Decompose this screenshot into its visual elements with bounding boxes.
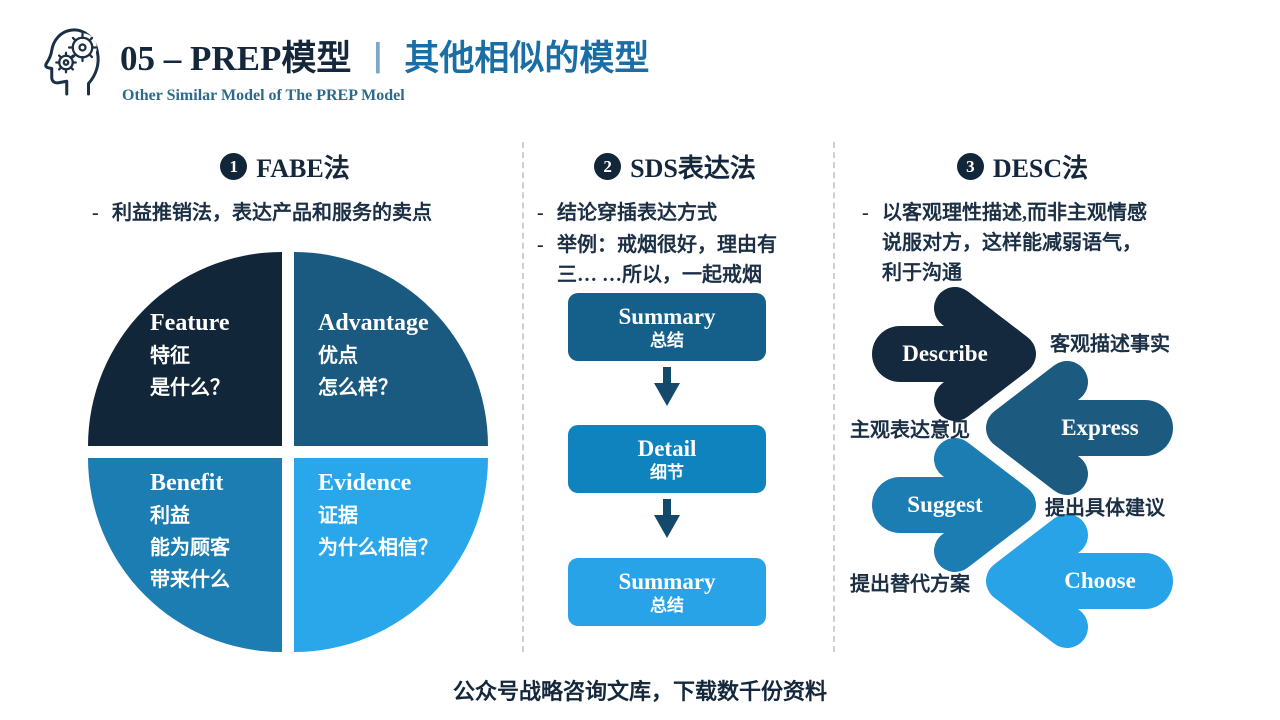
footer-watermark: 公众号战略咨询文库，下载数千份资料 [452, 679, 827, 704]
bullet-item: - 利益推销法，表达产品和服务的卖点 [92, 198, 502, 228]
sds-bullets: - 结论穿插表达方式 - 举例：戒烟很好，理由有三… …所以，一起戒烟 [537, 198, 812, 290]
bullet-item: - 结论穿插表达方式 [537, 198, 812, 228]
column-title-label: FABE法 [256, 154, 350, 183]
flow-box-en: Summary [618, 568, 716, 594]
flow-box-zh: 细节 [650, 462, 684, 482]
head-gears-icon [44, 28, 100, 96]
number-badge-3: 3 [956, 153, 984, 180]
express-arrow [986, 361, 1173, 495]
quadrant-zh: 证据 为什么相信？ [318, 505, 438, 559]
suggest-arrow [872, 438, 1036, 572]
bullet-item: - 举例：戒烟很好，理由有三… …所以，一起戒烟 [537, 230, 812, 290]
bullet-dash: - [92, 202, 99, 224]
fabe-bullets: - 利益推销法，表达产品和服务的卖点 [92, 198, 502, 228]
quadrant-zh: 利益 能为顾客 带来什么 [150, 505, 230, 591]
quadrant-en: Advantage [318, 310, 429, 336]
column-title-desc: 3 DESC法 [845, 148, 1200, 185]
column-title-label: SDS表达法 [630, 154, 756, 183]
bullet-item: - 以客观理性描述,而非主观情感说服对方，这样能减弱语气，利于沟通 [862, 198, 1162, 288]
column-title-fabe: 1 FABE法 [60, 148, 510, 185]
bullet-dash: - [537, 202, 544, 224]
column-divider [833, 142, 835, 652]
flow-box-en: Detail [637, 435, 697, 461]
flow-box-detail: Detail 细节 [568, 425, 766, 493]
column-title-sds: 2 SDS表达法 [535, 148, 815, 185]
quadrant-zh: 特征 是什么？ [150, 345, 230, 399]
column-divider [522, 142, 524, 652]
title-highlight: 其他相似的模型 [404, 39, 650, 78]
down-arrow-icon [654, 499, 680, 538]
down-arrow-icon [654, 367, 680, 406]
arrow-word-suggest: Suggest [907, 492, 983, 517]
quadrant-evidence: Evidence 证据 为什么相信？ [318, 466, 438, 564]
arrow-word-describe: Describe [902, 341, 988, 366]
desc-arrows-diagram [872, 287, 1173, 648]
arrow-word-choose: Choose [1064, 568, 1136, 593]
bullet-dash: - [862, 202, 869, 224]
quadrant-en: Benefit [150, 470, 224, 496]
title-main: 05 – PREP模型 [120, 39, 352, 78]
bullet-text: 举例：戒烟很好，理由有三… …所以，一起戒烟 [557, 234, 777, 286]
describe-arrow [872, 287, 1036, 421]
quadrant-en: Feature [150, 310, 230, 336]
quadrant-benefit: Benefit 利益 能为顾客 带来什么 [150, 466, 230, 596]
fabe-pie-chart: Feature 特征 是什么？ Advantage 优点 怎么样？ Benefi… [88, 252, 488, 652]
number-badge-1: 1 [220, 153, 248, 180]
quadrant-en: Evidence [318, 470, 412, 496]
arrow-label-suggest: 提出具体建议 [1045, 497, 1165, 520]
quadrant-advantage: Advantage 优点 怎么样？ [318, 306, 429, 404]
arrow-word-express: Express [1061, 415, 1139, 440]
bullet-text: 结论穿插表达方式 [557, 202, 717, 224]
number-badge-2: 2 [594, 153, 622, 180]
choose-arrow [986, 514, 1173, 648]
bullet-dash: - [537, 234, 544, 256]
page-subtitle: Other Similar Model of The PREP Model [122, 87, 405, 104]
quadrant-feature: Feature 特征 是什么？ [150, 306, 230, 404]
desc-bullets: - 以客观理性描述,而非主观情感说服对方，这样能减弱语气，利于沟通 [862, 198, 1162, 288]
flow-box-zh: 总结 [650, 330, 684, 350]
title-separator: 丨 [361, 42, 395, 78]
column-title-label: DESC法 [992, 154, 1089, 183]
arrow-label-express: 主观表达意见 [850, 419, 970, 442]
bullet-text: 以客观理性描述,而非主观情感说服对方，这样能减弱语气，利于沟通 [882, 202, 1147, 284]
flow-box-summary-bottom: Summary 总结 [568, 558, 766, 626]
flow-box-zh: 总结 [650, 595, 684, 615]
bullet-text: 利益推销法，表达产品和服务的卖点 [112, 202, 432, 224]
pie-quadrants [88, 252, 488, 652]
flow-box-en: Summary [618, 303, 716, 329]
flow-box-summary-top: Summary 总结 [568, 293, 766, 361]
arrow-label-choose: 提出替代方案 [850, 573, 970, 596]
arrow-label-describe: 客观描述事实 [1050, 333, 1170, 356]
quadrant-zh: 优点 怎么样？ [318, 345, 398, 399]
page-title: 05 – PREP模型 丨 其他相似的模型 [120, 30, 649, 81]
